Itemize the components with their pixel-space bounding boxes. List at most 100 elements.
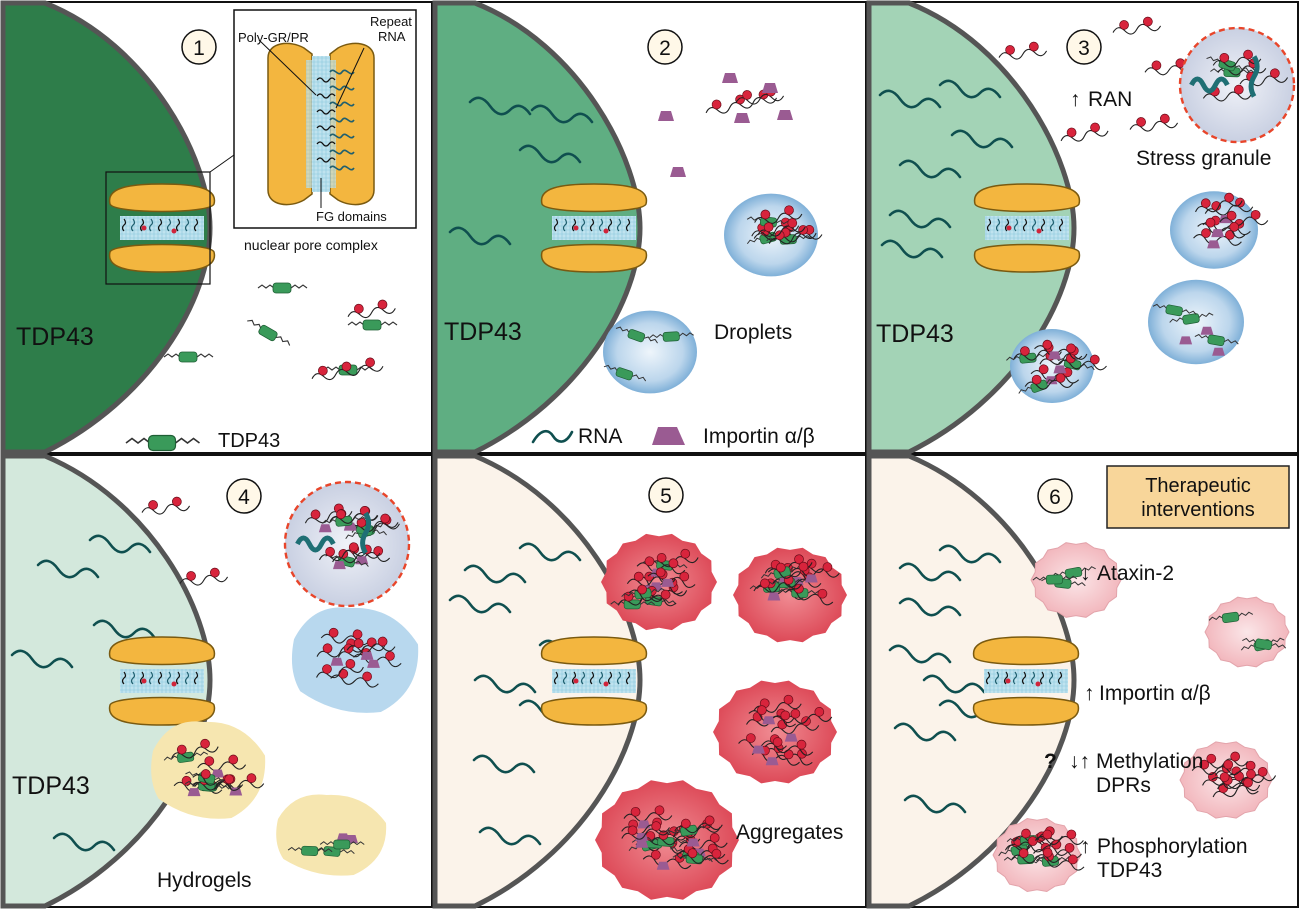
nuclear-rna-strand [898,159,962,179]
dpr-bead [1089,354,1100,365]
dpr-bead [822,562,833,572]
pore-cargo [139,218,145,232]
panel-3-nucleus-label: TDP43 [876,320,954,348]
phosphorylation-label: Phosphorylation [1097,835,1248,858]
hydrogels-label: Hydrogels [157,869,252,892]
dpr-bead [1206,753,1217,764]
pore-cargo [589,218,595,232]
dpr-bead [377,636,388,647]
importin-up-label: Importin α/β [1099,682,1211,705]
dpr-chain [1219,209,1269,226]
dpr-bead [200,738,210,749]
pore-cargo [995,218,1001,232]
tdp43-molecule [1152,303,1197,317]
tdp43-tail [319,841,335,846]
importin-molecule [767,592,781,601]
tdp43-tail [1240,644,1256,651]
dpr-bead [1090,122,1100,133]
aggregate-body [992,817,1082,893]
tdp43-molecule [163,351,214,363]
ataxin-arrow: ↓ [1080,562,1091,585]
dpr-bead [1029,41,1039,52]
importin-molecule [229,787,243,796]
phospho-tdp43-label: TDP43 [1097,859,1162,882]
dpr-bead [1243,777,1253,788]
therapeutic-box: Therapeutic interventions [1106,465,1290,529]
importin-molecule [1212,347,1225,356]
importin-molecule [686,838,700,847]
pore-bottom-ring [540,696,648,726]
pore-cargo-dot [171,681,177,687]
pore-cargo [184,671,190,685]
dpr-bead [680,548,691,559]
inset-rna-strand [329,69,355,75]
nucleus-2 [432,0,643,455]
pore-cargo [598,218,604,232]
dpr-bead [660,589,671,600]
tdp43-tail [1018,386,1033,394]
dpr-bead [1055,373,1066,383]
tdp43-molecule [125,434,200,452]
pore-top-ring [540,636,648,666]
tdp43-body [178,351,198,363]
dpr-bead [1119,20,1129,30]
inset-poly-strand [316,77,336,83]
inset-repeat-rna [329,69,355,171]
nuclear-rna-strand [922,674,986,694]
dpr-chain [1058,353,1107,371]
aggregate-body [713,680,837,784]
dpr-chain [179,567,229,586]
dpr-bead [687,848,698,859]
dpr-chain [141,496,191,515]
pore-cargo-dot [1005,678,1011,684]
tdp43-tail [347,321,365,326]
tdp43-tail [1234,65,1250,72]
leader-repeat [335,47,365,109]
tdp43-tail [257,284,275,289]
dpr-chain [1212,49,1262,68]
inset-rna-strand [329,165,355,171]
pore-fg-domains [120,669,204,693]
dpr-bead [204,756,215,766]
tdp43-tail [1152,303,1168,310]
dpr-chain [757,218,806,237]
dpr-bead [1257,767,1268,777]
importin-molecule [734,113,750,123]
tdp43-tail [678,332,694,337]
inset-fg-mesh [306,60,336,188]
dpr-bead [1064,842,1075,853]
pore-cargo [1058,218,1064,232]
tdp43-body [258,324,278,342]
panel-6-number-circle [1037,478,1073,514]
panel-2-nucleus-label: TDP43 [444,318,522,346]
hydrogel [151,721,266,819]
tdp43-tail [1181,309,1197,315]
importin-molecule [1048,351,1061,360]
therapeutic-line-2: interventions [1141,499,1254,521]
ataxin-label: Ataxin-2 [1097,562,1174,585]
dpr-chain [1195,192,1243,213]
dpr-bead [1250,209,1261,220]
tdp43-tail [1208,615,1224,621]
dpr-bead [1224,192,1234,203]
dpr-bead [353,303,364,314]
dpr-bead [1223,759,1234,770]
nuclear-rna-strand [938,79,1002,99]
nuclear-rna-strand [518,542,582,562]
dpr-bead [1042,847,1053,858]
nuclear-rna-strand [530,104,594,124]
tdp43-molecule [347,319,398,331]
pore-cargo [1030,671,1036,685]
dpr-bead [246,773,257,784]
nuclear-rna-strand [478,826,542,846]
pore-cargo-dot [573,678,579,684]
dpr-chain [753,575,802,593]
tdp43-body [627,329,646,343]
dpr-bead [772,737,783,747]
methylation-label: Methylation [1096,750,1203,773]
dpr-bead [780,710,791,721]
pore-cargo [1031,218,1037,232]
tdp43-molecule [615,326,658,344]
dpr-bead [336,509,346,520]
tdp43-tail [372,529,387,536]
